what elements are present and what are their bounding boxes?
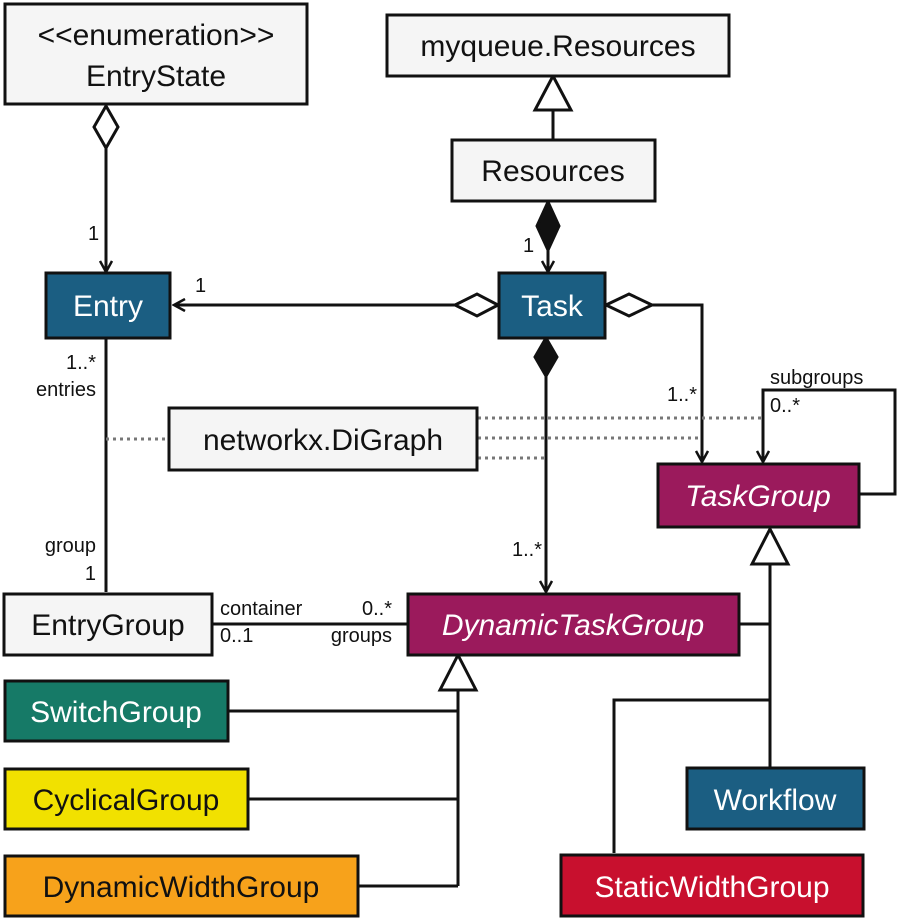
taskgroup-name: TaskGroup [685,480,831,513]
dynamicwidthgroup-name: DynamicWidthGroup [43,871,320,904]
class-task: Task [497,271,607,340]
cyclicalgroup-name: CyclicalGroup [33,784,220,817]
class-cyclicalgroup: CyclicalGroup [3,767,250,831]
class-dynamicwidthgroup: DynamicWidthGroup [3,854,360,918]
task-taskgroup-association [652,303,702,462]
class-entrygroup: EntryGroup [2,592,214,657]
subgroups-multiplicity: 0..* [770,395,800,417]
resources-composition-diamond [535,198,561,254]
dynamic-generalization-triangle [437,651,479,692]
switchgroup-name: SwitchGroup [30,696,202,729]
entrystate-name: EntryState [86,60,226,93]
connectors [106,110,897,888]
groups-multiplicity: 0..* [362,598,392,620]
task-taskgroup-multiplicity: 1..* [667,384,697,406]
myqueue-resources-name: myqueue.Resources [420,30,695,63]
task-entry-aggregation-diamond [451,292,502,318]
resources-task-multiplicity: 1 [523,235,534,257]
networkx-digraph-name: networkx.DiGraph [203,424,443,457]
class-entry: Entry [44,271,172,340]
entrygroup-name: EntryGroup [31,609,184,642]
class-workflow: Workflow [685,766,866,831]
taskgroup-subgroups-association [763,388,897,496]
entry-role: entries [36,379,96,401]
task-dynamic-multiplicity: 1..* [512,539,542,561]
class-entrystate: <<enumeration>> EntryState [3,2,309,106]
class-networkx-digraph: networkx.DiGraph [167,406,479,472]
groups-role: groups [331,625,392,647]
association-labels: 1 1 1 1..* entries group 1 1..* subgroup… [36,223,863,647]
task-dynamic-composition-diamond [533,335,559,379]
container-multiplicity: 0..1 [220,625,253,647]
staticwidth-to-taskgroup-line [612,698,770,853]
entrystate-entry-multiplicity: 1 [88,223,99,245]
class-myqueue-resources: myqueue.Resources [385,13,731,78]
dynamictaskgroup-name: DynamicTaskGroup [442,609,704,642]
task-taskgroup-aggregation-diamond [602,292,656,318]
entrystate-aggregation-diamond [92,102,120,152]
class-taskgroup: TaskGroup [656,462,861,529]
class-resources: Resources [450,138,657,203]
task-entry-multiplicity: 1 [195,275,206,297]
connector-ends [92,72,791,692]
workflow-name: Workflow [714,784,837,817]
group-role: group [45,535,96,557]
group-multiplicity: 1 [85,563,96,585]
task-name: Task [521,290,584,323]
taskgroup-generalization-triangle [749,525,791,566]
staticwidthgroup-name: StaticWidthGroup [594,871,829,904]
digraph-dotted-links [106,416,763,460]
resources-name: Resources [481,155,624,188]
container-role: container [220,598,303,620]
entry-multiplicity: 1..* [66,352,96,374]
class-staticwidthgroup: StaticWidthGroup [559,853,865,918]
class-switchgroup: SwitchGroup [3,679,230,743]
myqueue-generalization-triangle [532,72,574,112]
entry-name: Entry [73,290,143,323]
entrystate-stereotype: <<enumeration>> [38,19,275,52]
subgroups-role: subgroups [770,367,863,389]
class-dynamictaskgroup: DynamicTaskGroup [406,592,741,657]
